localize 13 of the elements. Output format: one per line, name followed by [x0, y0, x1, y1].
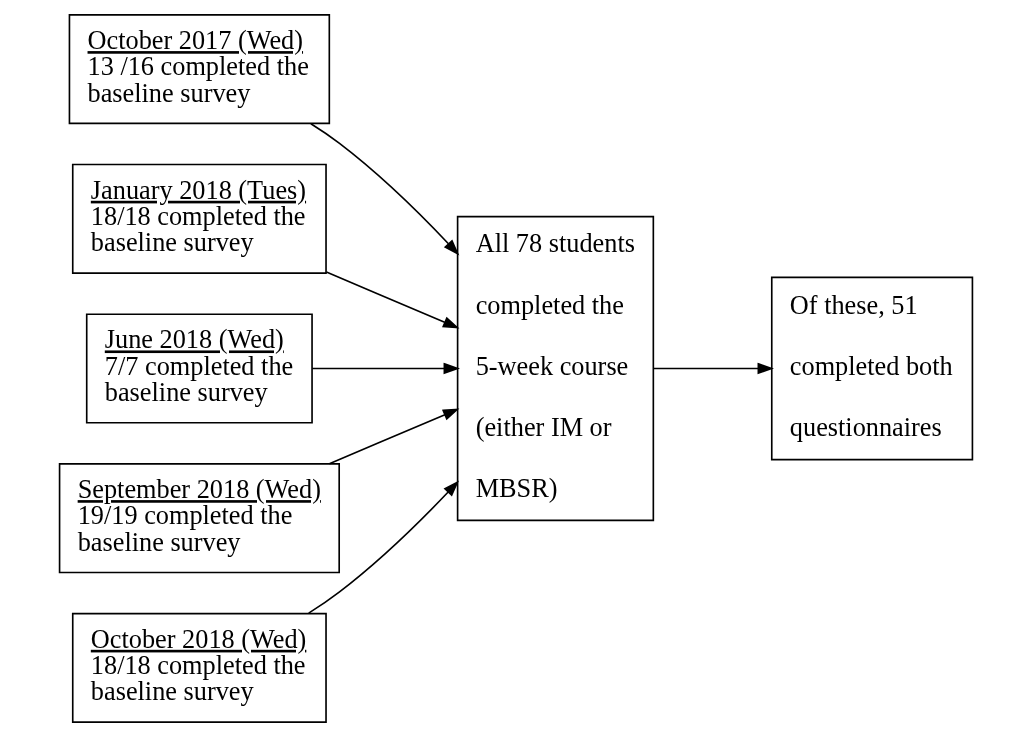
arrow [652, 362, 774, 375]
node-box: Of these, 51 completed both questionnaires [770, 276, 974, 461]
arrow [307, 480, 460, 614]
node-box: September 2018 (Wed) 19/19 completed the baseline survey [58, 463, 340, 574]
node-box: October 2017 (Wed) 13 /16 completed the baseline survey [68, 14, 331, 125]
node-box: June 2018 (Wed) 7/7 completed the baseline survey [85, 313, 313, 424]
node-box: January 2018 (Tues) 18/18 completed the baseline survey [71, 163, 327, 274]
arrow [311, 362, 460, 375]
node-box: October 2018 (Wed) 18/18 completed the baseline survey [71, 612, 327, 723]
node-box: All 78 students completed the 5-week course (either IM or MBSR) [456, 215, 655, 522]
arrow [310, 122, 460, 256]
arrow [325, 271, 460, 329]
arrow [328, 408, 460, 465]
